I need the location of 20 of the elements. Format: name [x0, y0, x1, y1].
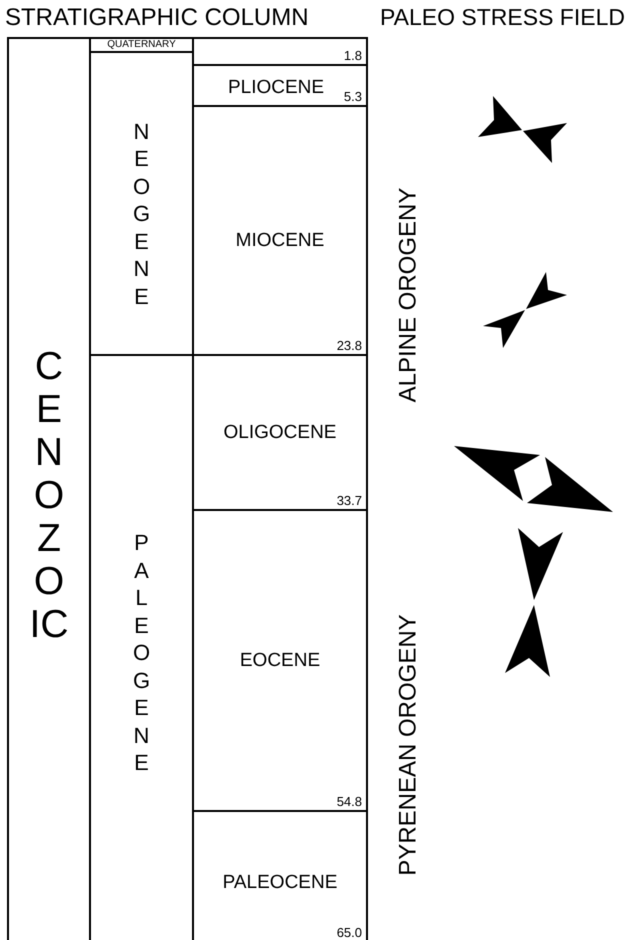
period-name: QUATERNARY: [106, 40, 177, 50]
epoch-name: PALEOCENE: [222, 872, 338, 892]
era-cell: [7, 37, 91, 940]
period-name: PALEOGENE: [132, 529, 152, 777]
epoch-name: OLIGOCENE: [222, 422, 338, 442]
age-value: 5.3: [344, 90, 362, 104]
age-value: 33.7: [336, 494, 362, 508]
orogeny-label: ALPINE OROGENY: [396, 188, 420, 402]
period-name: NEOGENE: [132, 118, 152, 310]
era-name: CENOZOIC: [30, 346, 68, 647]
age-value: 1.8: [344, 49, 362, 63]
column-heading: STRATIGRAPHIC COLUMN: [5, 6, 309, 30]
column-heading: PALEO STRESS FIELD: [380, 6, 625, 29]
orogeny-label: PYRENEAN OROGENY: [396, 614, 420, 876]
age-value: 54.8: [336, 795, 362, 809]
epoch-name: MIOCENE: [234, 230, 326, 250]
epoch-cell: [192, 37, 368, 66]
epoch-name: EOCENE: [238, 650, 322, 670]
age-value: 65.0: [336, 926, 362, 940]
age-value: 23.8: [336, 339, 362, 353]
